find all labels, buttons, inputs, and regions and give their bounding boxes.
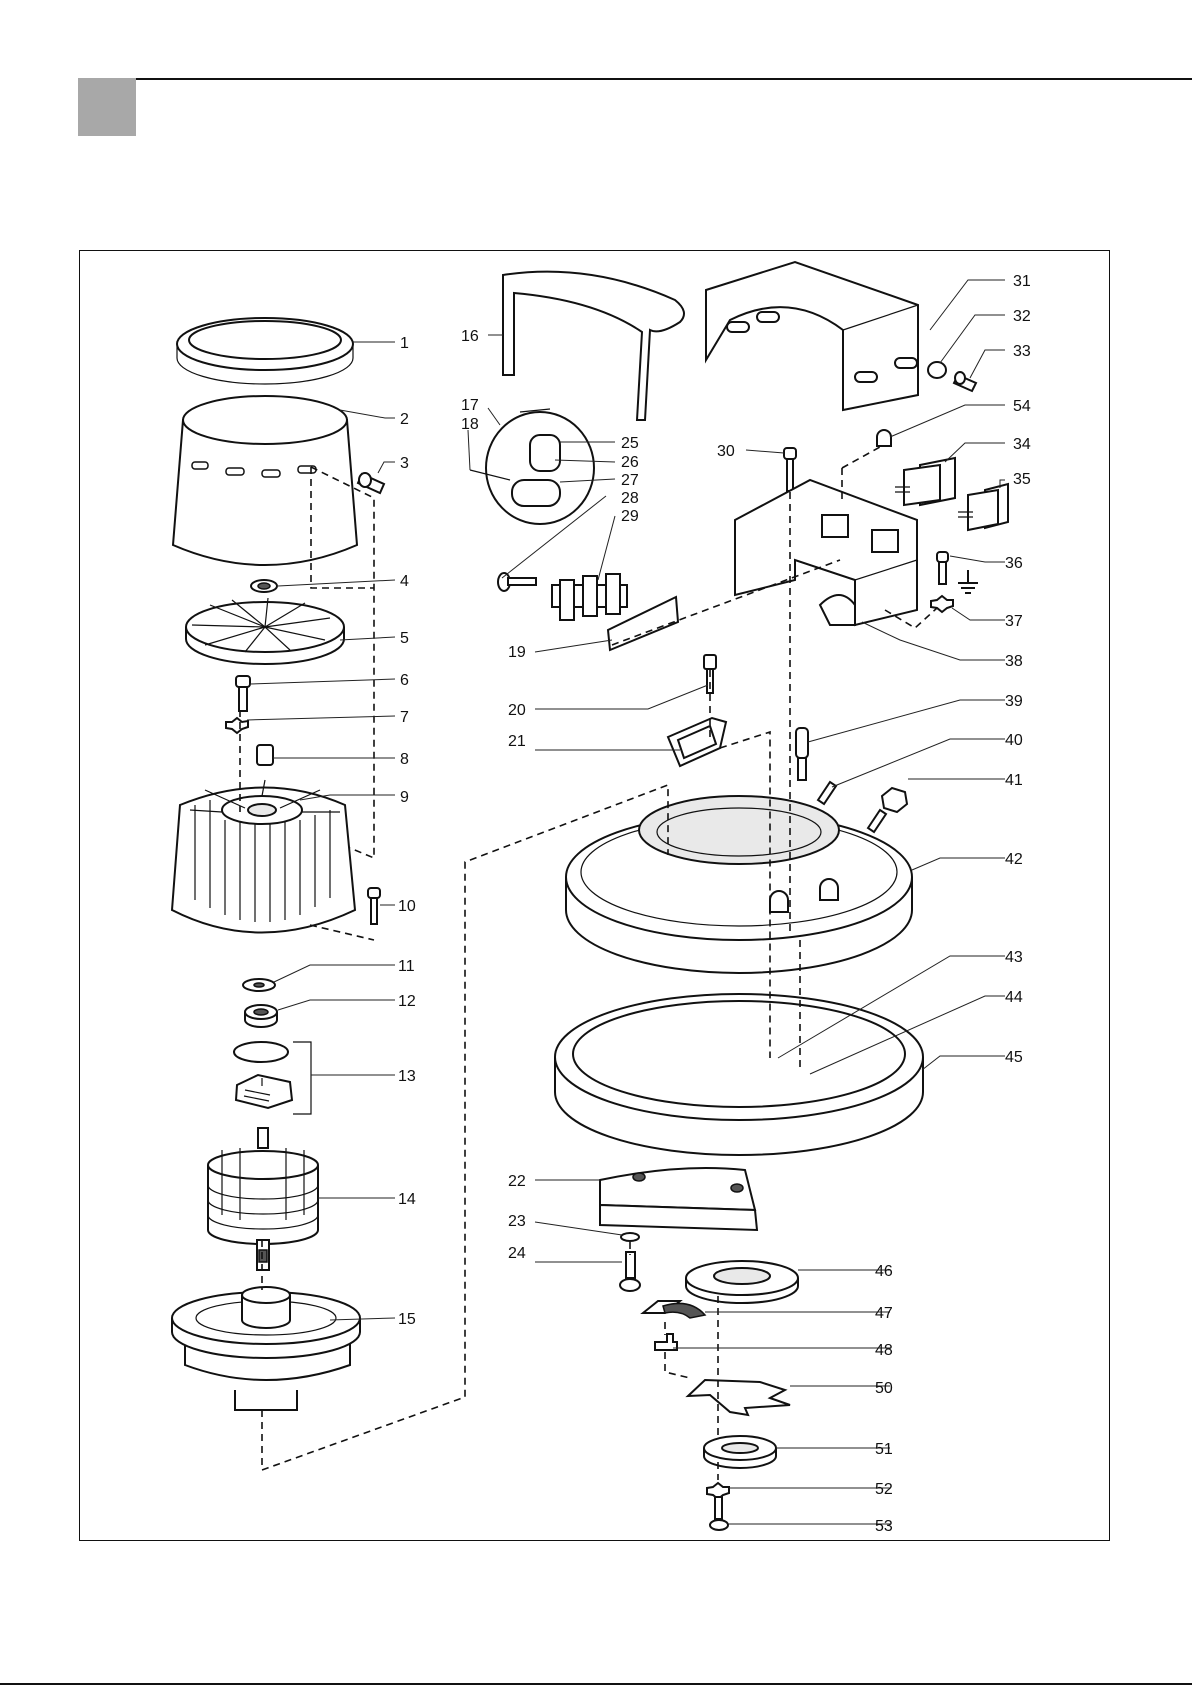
callout: 40 [1005, 732, 1023, 749]
callout: 45 [1005, 1049, 1023, 1066]
part-switch-bracket-38 [735, 480, 917, 625]
callout: 23 [508, 1213, 526, 1230]
callout: 6 [400, 672, 409, 689]
callout: 43 [1005, 949, 1023, 966]
part-pin-39 [796, 728, 808, 780]
part-bearing-12 [245, 1005, 277, 1027]
callout: 16 [461, 328, 479, 345]
callout: 19 [508, 644, 526, 661]
callout: 46 [875, 1263, 893, 1280]
part-motor-housing [172, 780, 355, 933]
part-star-washer-7 [226, 718, 248, 733]
part-base-42 [566, 796, 912, 973]
part-weight-22 [600, 1168, 757, 1230]
part-cover [173, 396, 357, 565]
part-screw-28 [498, 573, 536, 591]
callout: 35 [1013, 471, 1031, 488]
callout: 30 [717, 443, 735, 460]
part-plug-54 [877, 430, 891, 446]
callout: 20 [508, 702, 526, 719]
callout: 26 [621, 454, 639, 471]
callout: 12 [398, 993, 416, 1010]
callout: 51 [875, 1441, 893, 1458]
callout: 24 [508, 1245, 526, 1262]
part-bolt-6 [236, 676, 250, 711]
callout: 36 [1005, 555, 1023, 572]
part-end-shield-15 [172, 1287, 360, 1410]
callout: 14 [398, 1191, 416, 1208]
callout: 39 [1005, 693, 1023, 710]
callout: 54 [1013, 398, 1031, 415]
callout: 3 [400, 455, 409, 472]
part-base-ring-45 [555, 994, 923, 1155]
callout: 48 [875, 1342, 893, 1359]
callout: 41 [1005, 772, 1023, 789]
callout: 27 [621, 472, 639, 489]
callout: 18 [461, 416, 479, 433]
callout: 17 [461, 397, 479, 414]
callout: 25 [621, 435, 639, 452]
part-ring [177, 318, 353, 384]
part-bolt-53 [710, 1497, 728, 1530]
callout: 32 [1013, 308, 1031, 325]
part-screw-33 [954, 372, 976, 391]
callout: 38 [1005, 653, 1023, 670]
part-clip-21 [668, 718, 726, 766]
part-handle-16 [503, 272, 684, 420]
part-clamp-47 [643, 1301, 705, 1318]
callout: 29 [621, 508, 639, 525]
part-nut-41 [882, 788, 907, 812]
ground-symbol [958, 570, 978, 593]
callout: 21 [508, 733, 526, 750]
part-screw-3 [358, 473, 384, 493]
part-plate-50 [688, 1380, 790, 1415]
callout: 47 [875, 1305, 893, 1322]
part-connector-34 [895, 458, 955, 505]
callout: 1 [400, 335, 409, 352]
part-mounting-bracket-31 [706, 262, 918, 410]
callout: 22 [508, 1173, 526, 1190]
callout: 9 [400, 789, 409, 806]
callout: 53 [875, 1518, 893, 1535]
callout: 37 [1005, 613, 1023, 630]
part-connector-35 [958, 484, 1008, 530]
callout: 13 [398, 1068, 416, 1085]
callout: 50 [875, 1380, 893, 1397]
callout: 7 [400, 709, 409, 726]
part-washer-23 [621, 1233, 639, 1241]
callout: 10 [398, 898, 416, 915]
callout: 33 [1013, 343, 1031, 360]
part-bolt-24 [620, 1252, 640, 1291]
callout: 28 [621, 490, 639, 507]
part-brush-assembly-13 [234, 1042, 311, 1114]
callout: 44 [1005, 989, 1023, 1006]
part-washer-4 [251, 580, 277, 592]
part-washer-32 [928, 362, 946, 378]
part-bolt-36 [937, 552, 948, 584]
callout: 52 [875, 1481, 893, 1498]
callout: 11 [398, 958, 415, 975]
callout: 2 [400, 411, 409, 428]
part-washer-11 [243, 979, 275, 991]
callout: 31 [1013, 273, 1031, 290]
callout: 4 [400, 573, 409, 590]
part-bolt-10 [368, 888, 380, 924]
callout: 5 [400, 630, 409, 647]
part-rotor-14 [208, 1128, 318, 1270]
callout: 34 [1013, 436, 1031, 453]
part-fan [186, 598, 344, 664]
callout: 42 [1005, 851, 1023, 868]
part-bolt-30 [784, 448, 796, 491]
callout: 8 [400, 751, 409, 768]
part-nut-8 [257, 745, 273, 765]
part-capacitor-plate [470, 409, 594, 524]
callout: 15 [398, 1311, 416, 1328]
part-disk-46 [686, 1261, 798, 1303]
part-terminal-block-29 [552, 574, 627, 620]
part-disk-51 [704, 1436, 776, 1468]
